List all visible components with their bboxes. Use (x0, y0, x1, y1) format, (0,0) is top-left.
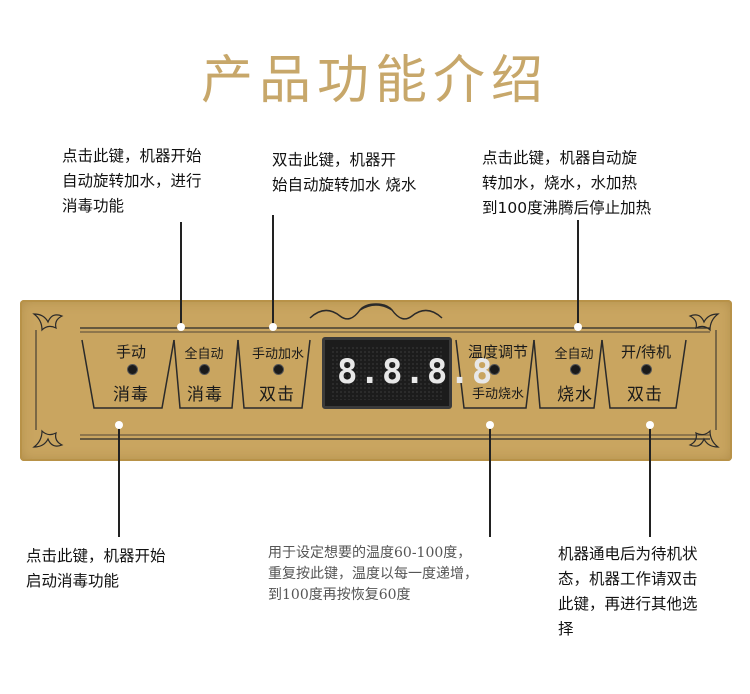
leader-dot (115, 421, 123, 429)
note-bottom-left: 点击此键，机器开始 启动消毒功能 (26, 547, 166, 590)
note-top-right: 点击此键，机器自动旋 转加水，烧水，水加热 到100度沸腾后停止加热 (482, 149, 652, 217)
led-indicator (489, 364, 500, 375)
led-indicator (127, 364, 138, 375)
led-indicator (273, 364, 284, 375)
leader-dot (574, 323, 582, 331)
leader-line (180, 222, 182, 326)
note-top-left: 点击此键，机器开始 自动旋转加水，进行 消毒功能 (62, 147, 202, 215)
leader-dot (177, 323, 185, 331)
note-top-middle: 双击此键，机器开 始自动旋转加水 烧水 (272, 151, 417, 194)
leader-line (649, 425, 651, 537)
leader-dot (269, 323, 277, 331)
panel-decoration (32, 303, 720, 448)
leader-dot (486, 421, 494, 429)
leader-line (118, 425, 120, 537)
leader-line (489, 425, 491, 537)
note-bottom-right: 机器通电后为待机状 态，机器工作请双击 此键，再进行其他选 择 (558, 545, 698, 638)
led-indicator (199, 364, 210, 375)
page-title: 产品功能介绍 (200, 51, 549, 111)
leader-line (577, 220, 579, 326)
led-display: 8.8.8.8 (322, 337, 492, 409)
note-bottom-middle: 用于设定想要的温度60-100度， 重复按此键，温度以每一度递增， 到100度再… (268, 545, 478, 603)
led-indicator (641, 364, 652, 375)
leader-dot (646, 421, 654, 429)
led-indicator (570, 364, 581, 375)
leader-line (272, 215, 274, 326)
